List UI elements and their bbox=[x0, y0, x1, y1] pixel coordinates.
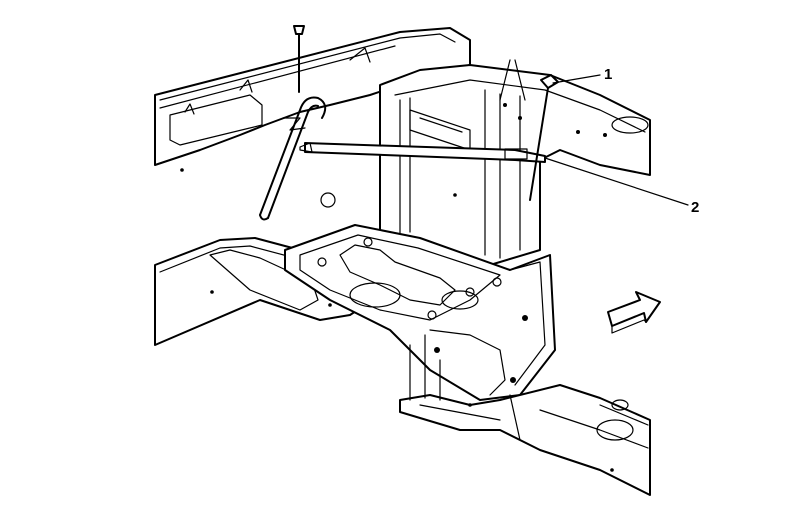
lower-frame-member bbox=[399, 334, 651, 496]
callout-1-label: 1 bbox=[604, 66, 612, 83]
radiator-support-frame bbox=[320, 64, 651, 266]
callout-2-label: 2 bbox=[691, 199, 699, 216]
upper-body-panel bbox=[154, 27, 471, 172]
battery-hold-down-retainer bbox=[299, 142, 546, 163]
bolt-icon bbox=[293, 25, 305, 93]
battery-tray bbox=[284, 224, 556, 401]
callout-leaders bbox=[499, 59, 689, 206]
direction-arrow-icon bbox=[607, 291, 661, 334]
hold-down-j-bolt bbox=[259, 96, 327, 221]
